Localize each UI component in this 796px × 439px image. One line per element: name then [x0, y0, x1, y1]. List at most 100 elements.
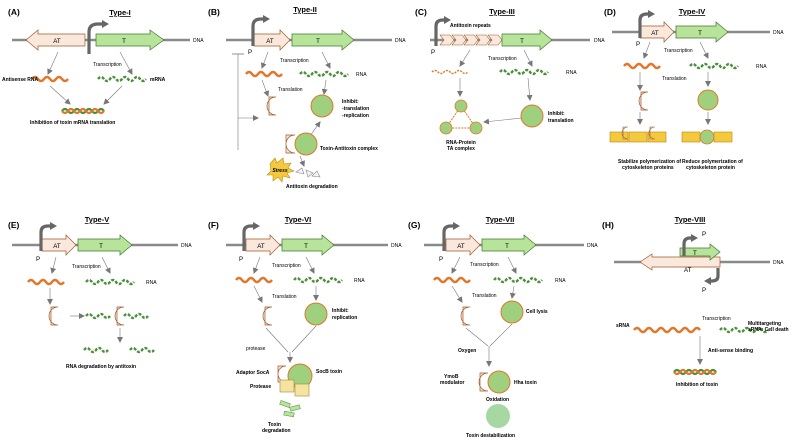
promoter-label: P [431, 49, 435, 56]
panel-e-result: RNA degradation by antitoxin [66, 364, 136, 370]
toxin-gene-arrow [291, 29, 355, 51]
inhibit-replication: replication [332, 315, 357, 321]
toxin-gene-arrow [77, 234, 133, 256]
translation-label: Translation [662, 76, 687, 82]
inhibit-label: Inhibit: [548, 111, 565, 117]
inhibit-label: Inhibit: [342, 99, 359, 105]
promoter-label: P [239, 256, 243, 263]
srna-duplex [673, 368, 717, 376]
gene-at-label: AT [651, 30, 659, 37]
panel-d-type-iv: (D) Type-IV P AT T DNA Transcription RNA… [604, 7, 784, 171]
panel-a-result: Inhibition of toxin mRNA translation [30, 120, 115, 126]
stabilize-label-2: cytoskeleton proteins [622, 165, 674, 171]
antitoxin-gene-arrow [445, 234, 481, 256]
inhibit-translation: -translation [342, 106, 369, 112]
toxin-antitoxin-complex [285, 132, 318, 156]
protease-label-lowercase: protease [246, 346, 266, 352]
panel-b-tag: (B) [208, 7, 220, 17]
panel-f-tag: (F) [208, 220, 219, 230]
panel-e-type-v: (E) Type-V P AT T DNA Transcription RNA … [8, 215, 192, 370]
dna-label: DNA [193, 38, 204, 44]
gene-t-label: T [122, 38, 126, 45]
transcription-label: Transcription [664, 48, 693, 54]
stress-label: Stress [272, 168, 288, 174]
promoter-arrow-1 [682, 236, 693, 256]
socb-protease-complex [277, 363, 313, 397]
complex-label-2: TA complex [447, 146, 475, 152]
panel-g-title: Type-VII [486, 215, 515, 224]
panel-f-type-vi: (F) Type-VI P AT T DNA Transcription RNA… [208, 215, 402, 434]
promoter-arrow [87, 22, 104, 54]
toxin-rna-wave [292, 276, 344, 284]
antitoxin-protein [460, 306, 471, 326]
promoter-arrow [39, 224, 52, 251]
promoter-label: P [439, 256, 443, 263]
antitoxin-protein [638, 91, 649, 111]
transcription-label: Transcription [93, 62, 122, 68]
antitoxin-gene-arrow [41, 234, 77, 256]
gene-at-label: AT [684, 267, 692, 274]
toxin-rna-wave [84, 278, 136, 286]
degradation-label-1: Toxin [268, 422, 281, 428]
translation-label: Translation [272, 294, 297, 300]
complex-label: Toxin-Antitoxin complex [320, 146, 378, 152]
oxygen-label: Oxygen [458, 348, 476, 354]
promoter-arrow [434, 18, 446, 46]
promoter-label: P [636, 41, 640, 48]
gene-t-label: T [698, 30, 702, 37]
promoter-arrow [638, 12, 650, 38]
rna-label: RNA [566, 70, 577, 76]
reduced-cytoskeleton [681, 129, 733, 145]
destabilized-toxin [486, 404, 510, 428]
gene-at-label: AT [53, 243, 61, 250]
panel-h-result: Inhibition of toxin [676, 382, 718, 388]
toxin-rna-wave [298, 70, 350, 78]
rna-label: RNA [354, 278, 365, 284]
toxin-rna-wave [688, 62, 740, 70]
gene-t-label: T [304, 243, 308, 250]
rna-duplex [61, 107, 105, 115]
promoter-arrow [442, 224, 455, 251]
antitoxin-rna-wave [432, 276, 472, 284]
rna-label: RNA [356, 72, 367, 78]
gene-at-label: AT [457, 243, 465, 250]
toxin-gene-arrow [281, 234, 335, 256]
adaptor-label: Adaptor SocA [236, 370, 270, 376]
toxin-rna-wave [498, 68, 550, 76]
rna-protein-complex [439, 99, 483, 135]
transcription-label: Transcription [702, 316, 731, 322]
gene-t-label: T [505, 243, 509, 250]
transcription-label: Transcription [280, 58, 309, 64]
panel-g-type-vii: (G) Type-VII P AT T DNA Transcription RN… [408, 215, 598, 439]
promoter-arrow [242, 224, 255, 251]
reduce-label-1: Reduce polymerization of [682, 159, 743, 165]
panel-d-tag: (D) [604, 7, 616, 17]
antitoxin-gene-arrow [639, 253, 721, 271]
panel-d-title: Type-IV [679, 7, 706, 16]
antitoxin-rna-wave [26, 278, 66, 286]
ymob-hha-complex [478, 370, 511, 394]
degradation-label-2: degradation [262, 428, 291, 434]
oxidation-label: Oxidation [486, 397, 509, 403]
dna-label: DNA [594, 38, 605, 44]
stabilized-cytoskeleton [609, 126, 667, 143]
gene-t-label: T [693, 250, 697, 257]
promoter-label-2: P [702, 287, 706, 294]
promoter-arrow [251, 17, 265, 46]
panel-e-tag: (E) [8, 220, 20, 230]
antitoxin-rna-wave [244, 70, 284, 78]
antitoxin-repeat-arrows [439, 34, 503, 46]
toxin-fragments [279, 400, 301, 418]
transcription-label: Transcription [470, 262, 499, 268]
antisense-rna-label: Antisense RNA [2, 77, 39, 83]
cell-lysis-label: Cell lysis [526, 309, 548, 315]
gene-at-label: AT [266, 38, 274, 45]
antitoxin-repeats-label: Antitoxin repeats [450, 23, 491, 29]
panel-a-title: Type-I [109, 8, 131, 17]
destabilization-label: Toxin destabilization [466, 433, 515, 439]
mrna-label: mRNA [150, 77, 166, 83]
reduce-label-2: cytoskeleton protein [686, 165, 735, 171]
toxin-gene-arrow [675, 21, 729, 43]
antitoxin-gene-arrow [25, 29, 86, 51]
multitargeting-label-1: Multitargeting [748, 321, 781, 327]
